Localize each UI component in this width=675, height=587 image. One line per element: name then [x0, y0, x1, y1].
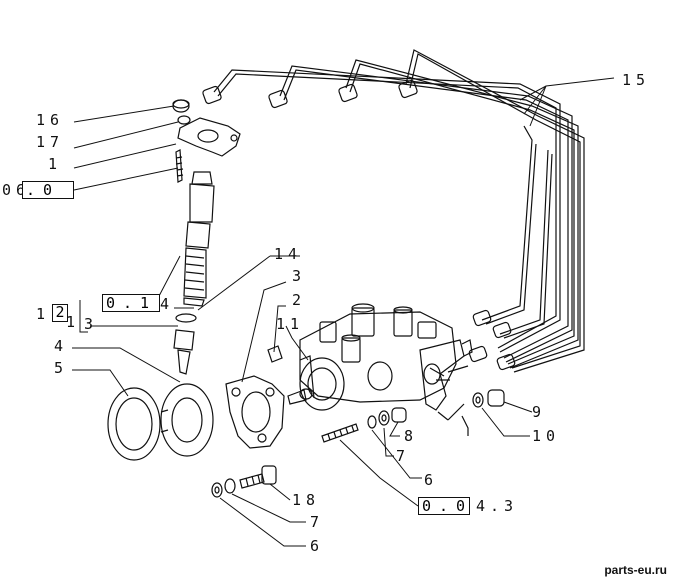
label-18: 18 [292, 491, 321, 509]
pump-nuts-washers [367, 389, 505, 429]
sealing-washers [107, 383, 214, 461]
label-2: 2 [292, 291, 307, 309]
label-14: 14 [274, 245, 303, 263]
label-17: 17 [36, 133, 65, 151]
label-9: 9 [532, 403, 547, 421]
bolt-assembly [211, 465, 277, 498]
label-004-suffix: 4.3 [476, 497, 519, 515]
label-16: 16 [36, 111, 65, 129]
label-8-pump: 8 [404, 427, 419, 445]
injector [173, 171, 215, 375]
label-5: 5 [54, 359, 69, 377]
stud [321, 423, 359, 443]
label-004-ref-box: 0.0 [418, 497, 470, 515]
label-01-suffix: 4 [160, 295, 175, 313]
label-15: 15 [622, 71, 651, 89]
pump-gasket [225, 345, 285, 449]
label-12-box: 2 [52, 304, 68, 322]
label-6-pump: 6 [424, 471, 439, 489]
label-10: 10 [532, 427, 561, 445]
label-6-bolt: 6 [310, 537, 325, 555]
label-4: 4 [54, 337, 69, 355]
label-11: 11 [276, 315, 305, 333]
leader-lines [72, 77, 615, 547]
label-13-prefix: 1 [66, 313, 81, 331]
watermark: parts-eu.ru [604, 563, 667, 577]
label-7-pump: 7 [396, 447, 411, 465]
injector-clamp [172, 99, 241, 183]
label-06: 06 [2, 181, 31, 199]
label-12-prefix: 1 [36, 305, 51, 323]
label-1: 1 [48, 155, 63, 173]
label-3: 3 [292, 267, 307, 285]
injection-pipes [202, 49, 585, 373]
label-13: 3 [84, 315, 99, 333]
injection-pump [287, 303, 473, 436]
label-01-ref-box: 0.1 [102, 294, 160, 312]
label-7-bolt: 7 [310, 513, 325, 531]
label-06-ref-box: .0 [22, 181, 74, 199]
